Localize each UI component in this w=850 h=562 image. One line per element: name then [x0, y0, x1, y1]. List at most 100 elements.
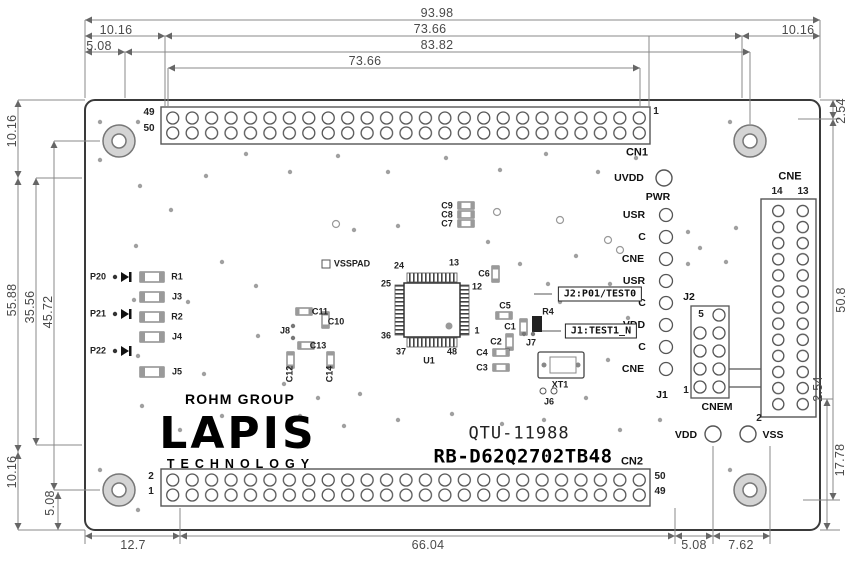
cn1-connector	[160, 106, 651, 145]
components	[112, 201, 585, 395]
dim-right-mid: 50.8	[833, 287, 848, 313]
open-vias	[331, 207, 625, 255]
mounting-holes	[102, 124, 767, 507]
j3-label: J3	[171, 291, 183, 302]
j5-label: J5	[171, 366, 183, 377]
dim-bottom-r1: 5.08	[681, 537, 707, 552]
cn2-connector	[160, 468, 651, 507]
r2-label: R2	[171, 311, 183, 322]
cne-pin13-label: 13	[797, 186, 809, 197]
mounting-hole-bottom-right	[733, 473, 767, 507]
cn2-pin1-label: 1	[148, 486, 154, 497]
uvdd-pad	[655, 169, 673, 187]
j1-row-cne-2: CNE	[621, 362, 645, 375]
dim-top-mid: 73.66	[413, 21, 447, 36]
vss-pad	[739, 425, 757, 443]
dim-left-top: 10.16	[4, 114, 19, 148]
j1-row-usr-1: USR	[622, 208, 646, 221]
c3-label: C3	[476, 362, 488, 373]
j2-cnem-header	[690, 305, 761, 399]
c1-label: C1	[504, 321, 516, 332]
mounting-hole-top-right	[733, 124, 767, 158]
j1-row-c-3: C	[638, 340, 646, 353]
u1-pin37-label: 37	[395, 346, 407, 357]
callout-j1-test1: J1:TEST1_N	[564, 323, 638, 339]
lapis-logo: LAPIS	[159, 408, 317, 459]
mounting-hole-top-left	[102, 124, 136, 158]
j1-row-c-2: C	[638, 296, 646, 309]
j1-label: J1	[656, 388, 668, 401]
cnem-label: CNEM	[701, 400, 733, 413]
cn1-pin49-label: 49	[143, 107, 155, 118]
dim-left-mid: 35.56	[22, 290, 37, 324]
cn1-pin1-label: 1	[653, 106, 659, 117]
power-pads	[655, 169, 757, 443]
cn2-pin2-label: 2	[148, 471, 154, 482]
j7-label: J7	[525, 337, 537, 348]
cn1-pin50-label: 50	[143, 123, 155, 134]
j1-row-usr-2: USR	[622, 274, 646, 287]
vsspad-label: VSSPAD	[333, 258, 371, 269]
pin1-marker	[445, 322, 453, 330]
dim-left-bottom: 10.16	[4, 455, 19, 489]
dim-top-left: 10.16	[99, 22, 133, 37]
r1-label: R1	[171, 271, 183, 282]
j1-row-c-1: C	[638, 230, 646, 243]
uvdd-label: UVDD	[614, 171, 644, 184]
callout-j2-test0: J2:P01/TEST0	[557, 286, 643, 302]
p21-label: P21	[89, 308, 107, 319]
dim-left-inner: 45.72	[40, 295, 55, 329]
u1-pin12-label: 12	[471, 281, 483, 292]
board-model: QTU-11988	[468, 423, 570, 444]
j1-row-cne-1: CNE	[621, 252, 645, 265]
r4-body	[532, 316, 542, 332]
cn1-label: CN1	[625, 146, 649, 159]
dim-top2-mid: 83.82	[420, 37, 454, 52]
c4-label: C4	[476, 347, 488, 358]
j2-pin1-label: 1	[683, 385, 689, 396]
r4-label: R4	[542, 306, 554, 317]
dim-bottom-left: 12.7	[120, 537, 146, 552]
c2-label: C2	[490, 336, 502, 347]
u1-chip	[394, 272, 470, 348]
p22-label: P22	[89, 345, 107, 356]
u1-pin13-label: 13	[448, 257, 460, 268]
dim-top-total: 93.98	[420, 5, 454, 20]
u1-refdes: U1	[423, 355, 435, 366]
j6-label: J6	[543, 396, 555, 407]
u1-pin24-label: 24	[393, 260, 405, 271]
dim-left-bottom2: 5.08	[42, 490, 57, 516]
dim-top3: 73.66	[348, 53, 382, 68]
dim-top2-left: 5.08	[86, 38, 112, 53]
board-part-number: RB-D62Q2702TB48	[433, 445, 613, 468]
callout-leaders	[534, 293, 561, 332]
c5-label: C5	[499, 300, 511, 311]
c7-label: C7	[441, 218, 453, 229]
xt1-label: XT1	[551, 379, 569, 390]
dim-right-top: 2.54	[833, 98, 848, 124]
j1-header	[658, 207, 674, 377]
vdd-pad	[704, 425, 722, 443]
vsspad-pad	[321, 259, 331, 269]
mounting-hole-bottom-left	[102, 473, 136, 507]
via-dots	[97, 119, 739, 513]
dim-right-low: 2.54	[810, 376, 825, 402]
j8-label: J8	[279, 325, 291, 336]
u1-pin36-label: 36	[380, 330, 392, 341]
j2-pin5-label: 5	[698, 309, 704, 320]
cne-connector	[760, 198, 817, 418]
p20-label: P20	[89, 271, 107, 282]
u1-pin25-label: 25	[380, 278, 392, 289]
u1-pin48-label: 48	[446, 346, 458, 357]
dim-left-outer: 55.88	[4, 283, 19, 317]
c12-label: C12	[284, 365, 295, 383]
vdd-label: VDD	[674, 428, 698, 441]
dim-top-right: 10.16	[781, 22, 815, 37]
c14-label: C14	[324, 365, 335, 383]
rohm-group-text: ROHM GROUP	[185, 391, 295, 407]
pwr-label: PWR	[645, 190, 671, 203]
cn2-pin50-label: 50	[654, 471, 666, 482]
j4-label: J4	[171, 331, 183, 342]
cne-pin14-label: 14	[771, 186, 783, 197]
